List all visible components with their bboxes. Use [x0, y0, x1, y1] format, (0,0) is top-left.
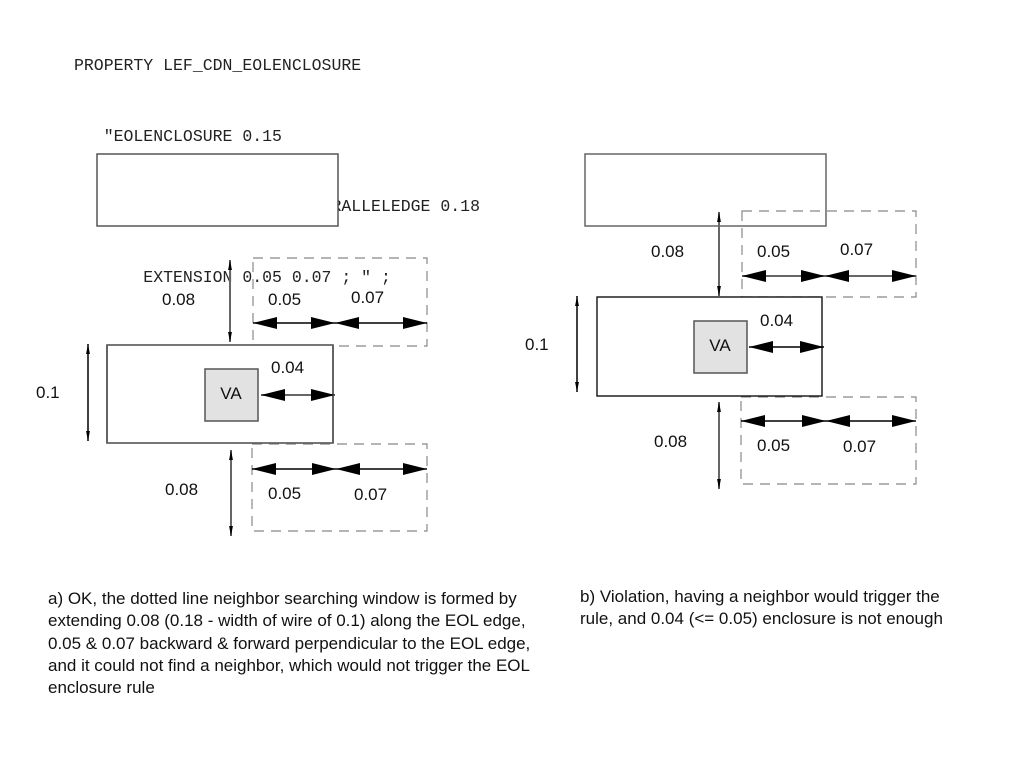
top-forward-label-b: 0.07: [840, 240, 873, 259]
neighbor-wire-a: [96, 153, 339, 227]
search-window-top-b: [741, 210, 917, 298]
bottom-gap-label-a: 0.08: [165, 480, 198, 499]
bottom-gap-label-b: 0.08: [654, 432, 687, 451]
top-backward-label-a: 0.05: [268, 290, 301, 309]
neighbor-wire-b: [584, 153, 827, 227]
wire-width-label-b: 0.1: [525, 335, 549, 354]
top-gap-label-b: 0.08: [651, 242, 684, 261]
caption-b: b) Violation, having a neighbor would tr…: [580, 587, 943, 629]
code-line: "EOLENCLOSURE 0.15: [74, 126, 282, 146]
bottom-backward-label-b: 0.05: [757, 436, 790, 455]
bottom-forward-label-a: 0.07: [354, 485, 387, 504]
search-window-bottom-a: [251, 443, 428, 532]
wire-width-label-a: 0.1: [36, 383, 60, 402]
top-forward-label-a: 0.07: [351, 288, 384, 307]
enclosure-label-a: 0.04: [271, 358, 304, 377]
enclosure-label-b: 0.04: [760, 311, 793, 330]
code-line: EXTENSION 0.05 0.07 ; " ;: [74, 267, 391, 287]
via-b: [693, 320, 748, 374]
search-window-bottom-b: [740, 396, 917, 485]
caption-a: a) OK, the dotted line neighbor searchin…: [48, 589, 531, 698]
diagram-a: VA 0.08 0.05 0.07 0.1 0.04 0.08 0.05 0.0…: [36, 153, 428, 536]
via-label-a: VA: [220, 384, 242, 403]
via-label-b: VA: [709, 336, 731, 355]
top-backward-label-b: 0.05: [757, 242, 790, 261]
bottom-forward-label-b: 0.07: [843, 437, 876, 456]
bottom-backward-label-a: 0.05: [268, 484, 301, 503]
via-a: [204, 368, 259, 422]
diagram-b: VA 0.08 0.05 0.07 0.1 0.04 0.08 0.05 0.0…: [525, 153, 917, 489]
code-line: PROPERTY LEF_CDN_EOLENCLOSURE: [74, 56, 362, 75]
search-window-top-a: [252, 257, 428, 347]
top-gap-label-a: 0.08: [162, 290, 195, 309]
